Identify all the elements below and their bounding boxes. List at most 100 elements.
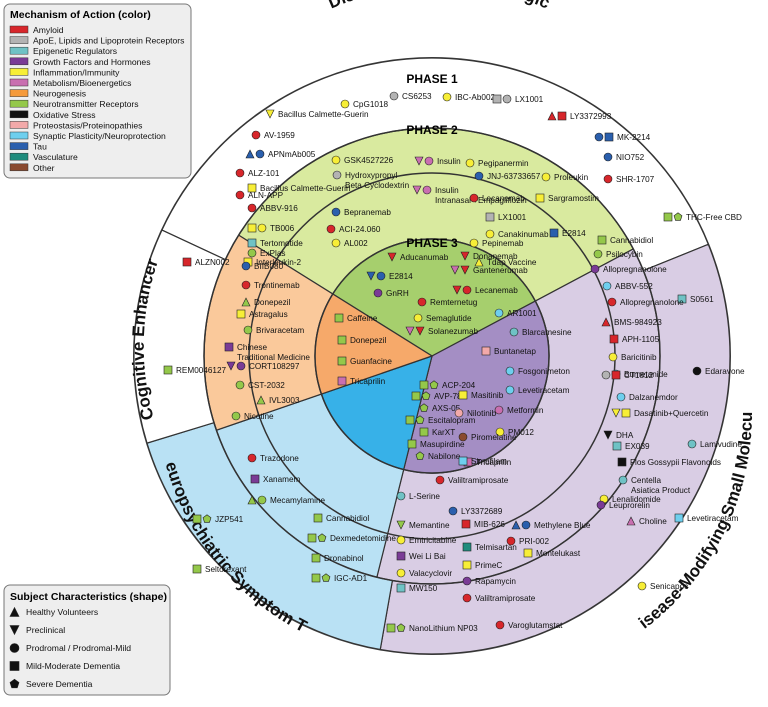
drug-label: Psilocybin xyxy=(606,250,643,259)
circle-marker-icon xyxy=(396,535,406,545)
square-marker-icon xyxy=(621,408,631,418)
drug-entry: Xanamem xyxy=(250,474,300,484)
drug-label: Piromelatine xyxy=(471,433,517,442)
drug-entry: Donepezil xyxy=(337,335,387,345)
square-marker-icon xyxy=(481,346,491,356)
drug-entry: PRI-002 xyxy=(506,536,549,546)
drug-entry: Tdap Vaccine xyxy=(474,257,537,267)
tri-down-marker-icon xyxy=(412,185,422,195)
circle-marker-icon xyxy=(424,156,434,166)
square-marker-icon xyxy=(663,212,673,222)
circle-marker-icon xyxy=(521,520,531,530)
drug-entry: JZP541 xyxy=(192,514,244,524)
circle-marker-icon xyxy=(505,385,515,395)
legend-label: Tau xyxy=(33,142,47,152)
legend-item-oxidative: Oxidative Stress xyxy=(9,110,96,120)
drug-label: AR1001 xyxy=(507,309,537,318)
drug-entry: Trontinemab xyxy=(241,280,300,290)
legend-swatch xyxy=(9,89,29,97)
tri-marker-icon xyxy=(547,111,557,121)
drug-label: Allopregnanolone xyxy=(603,265,667,274)
drug-entry: DHA xyxy=(603,430,634,440)
circle-marker-icon xyxy=(602,281,612,291)
drug-entry: LX1001 xyxy=(492,94,544,104)
drug-label: Xanamem xyxy=(263,475,300,484)
subject-legend-title: Subject Characteristics (shape) xyxy=(10,591,167,603)
square-marker-icon xyxy=(182,257,192,267)
circle-marker-icon xyxy=(506,536,516,546)
drug-entry: ABBV-552 xyxy=(602,281,653,291)
drug-label: Remternetug xyxy=(430,298,478,307)
drug-label: BMS-984923 xyxy=(614,318,662,327)
drug-entry: NIO752 xyxy=(603,152,645,162)
drug-label: IVL3003 xyxy=(269,396,300,405)
drug-entry: SHR-1707 xyxy=(603,174,655,184)
drug-entry: MIB-626 xyxy=(461,519,505,529)
drug-label: AL002 xyxy=(344,239,368,248)
legend-swatch xyxy=(9,99,29,108)
square-marker-icon xyxy=(461,519,471,529)
square-marker-icon xyxy=(485,212,495,222)
tri-down-marker-icon xyxy=(460,251,470,261)
drug-entry: Solanezumab xyxy=(405,326,479,336)
penta-marker-icon xyxy=(415,451,425,460)
moa-legend: Mechanism of Action (color) AmyloidApoE,… xyxy=(3,3,192,179)
drug-label: Levetiracetam xyxy=(687,514,739,523)
drug-label: Levetiracetam xyxy=(518,386,570,395)
drug-label: CST-2032 xyxy=(248,381,285,390)
tri-marker-icon xyxy=(241,297,251,307)
drug-entry: APNmAb005 xyxy=(245,149,316,159)
subject-label: Severe Dementia xyxy=(26,679,93,689)
drug-entry: Bacillus Calmette-Guerin xyxy=(247,183,351,193)
drug-entry: Memantine xyxy=(396,520,450,530)
drug-label: ExPlas xyxy=(260,249,285,258)
drug-label: TB006 xyxy=(270,224,295,233)
circle-marker-icon xyxy=(541,172,551,182)
drug-entry: Escitalopram xyxy=(405,415,476,425)
drug-label: NanoLithium NP03 xyxy=(409,624,478,633)
square-marker-icon xyxy=(405,415,415,425)
square-marker-icon xyxy=(419,380,429,390)
phase3-label: PHASE 3 xyxy=(406,236,458,250)
drug-label: Senicapoc xyxy=(650,582,688,591)
circle-marker-icon xyxy=(505,366,515,376)
penta-marker-icon xyxy=(9,678,20,689)
drug-label: Telmisartan xyxy=(475,543,517,552)
drug-entry: Psilocybin xyxy=(593,249,643,259)
subject-legend-box xyxy=(3,584,171,696)
drug-entry: Gantenerumab xyxy=(450,265,528,275)
drug-entry: E2814 xyxy=(366,271,413,281)
tri-down-marker-icon xyxy=(9,625,20,636)
legend-swatch xyxy=(9,152,29,161)
drug-entry: Canakinumab xyxy=(485,229,549,239)
drug-label: Insulin xyxy=(435,186,459,195)
drug-entry: Telmisartan xyxy=(462,542,517,552)
circle-marker-icon xyxy=(331,207,341,217)
drug-label: Caffeine xyxy=(347,314,378,323)
drug-label: Tdap Vaccine xyxy=(487,258,537,267)
circle-marker-icon xyxy=(257,495,267,505)
circle-marker-icon xyxy=(616,392,626,402)
drug-entry: Sargramostim xyxy=(535,193,599,203)
drug-entry: Brivaracetam xyxy=(243,325,304,335)
penta-marker-icon xyxy=(202,514,212,523)
drug-label: Fosgonimeton xyxy=(518,367,570,376)
drug-label: Lenalidomide xyxy=(612,495,661,504)
square-marker-icon xyxy=(386,623,396,633)
circle-marker-icon xyxy=(251,130,261,140)
legend-item-growth: Growth Factors and Hormones xyxy=(9,57,151,67)
circle-marker-icon xyxy=(231,411,241,421)
drug-label: ACP-204 xyxy=(442,381,476,390)
circle-marker-icon xyxy=(373,288,383,298)
legend-swatch xyxy=(9,163,29,172)
square-marker-icon xyxy=(247,223,257,233)
drug-entry: MW150 xyxy=(396,583,438,593)
drug-label: Simufilam xyxy=(471,457,507,466)
legend-swatch xyxy=(9,142,29,150)
drug-entry: AXS-05 xyxy=(419,403,461,413)
legend-item-epigenetic: Epigenetic Regulators xyxy=(9,46,117,56)
drug-label: IGC-AD1 xyxy=(334,574,368,583)
drug-entry: ABBV-916 xyxy=(247,203,298,213)
